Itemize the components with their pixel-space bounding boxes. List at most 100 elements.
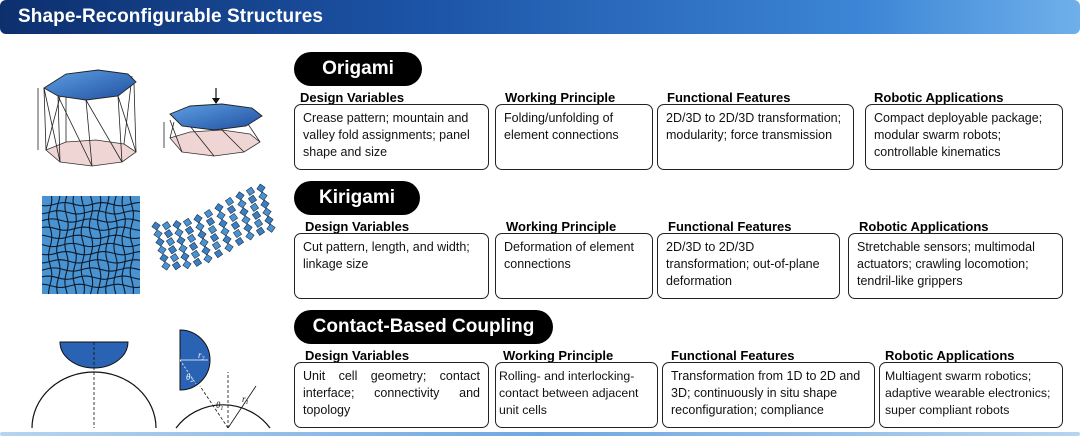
kirigami-cell (188, 241, 199, 251)
kirigami-cell (176, 236, 186, 246)
kirigami-cell (243, 223, 253, 233)
kirigami-cut-line (41, 251, 141, 256)
kirigami-cell (153, 229, 163, 239)
origami-functional-features-label: Functional Features (667, 90, 791, 105)
r1-line (227, 385, 257, 429)
kirigami-cell (258, 191, 268, 201)
kirigami-cut-line (121, 195, 126, 295)
kirigami-cut-line (41, 283, 141, 288)
kirigami-cell (161, 261, 171, 271)
kirigami-cell (167, 245, 178, 255)
origami-design-variables-box: Crease pattern; mountain and valley fold… (294, 104, 489, 170)
header-bar: Shape-Reconfigurable Structures (0, 0, 1080, 34)
kirigami-cell (157, 245, 167, 255)
page-title: Shape-Reconfigurable Structures (18, 6, 324, 27)
kirigami-design-variables-label: Design Variables (305, 219, 410, 234)
contact-design-variables-box: Unit cell geometry; contact interface; c… (294, 362, 489, 428)
kirigami-cell (203, 209, 214, 219)
kirigami-cell (155, 237, 165, 247)
kirigami-cell (256, 183, 266, 193)
origami-compressed-crease-lines (169, 119, 261, 157)
origami-top-panel (43, 69, 137, 101)
kirigami-cell (182, 217, 193, 227)
kirigami-cell (201, 246, 211, 256)
r1-label: r1 (242, 394, 249, 406)
theta2-line (179, 359, 197, 385)
kirigami-cell (165, 237, 176, 247)
kirigami-cell (232, 228, 243, 239)
kirigami-cell (192, 257, 203, 267)
origami-compressed-prism-figure (163, 88, 263, 157)
origami-compressed-bottom-panel (169, 129, 261, 157)
kirigami-flat-sheet-figure (41, 195, 141, 295)
origami-functional-features-box: 2D/3D to 2D/3D transformation; modularit… (657, 104, 854, 170)
kirigami-cell (262, 207, 272, 217)
origami-robotic-applications-label: Robotic Applications (874, 90, 1004, 105)
origami-working-principle-label: Working Principle (505, 90, 616, 105)
origami-compressed-top-panel (169, 103, 263, 131)
kirigami-cell (222, 235, 232, 245)
kirigami-cell (161, 221, 172, 231)
kirigami-cut-line (97, 195, 102, 295)
kirigami-cell (186, 233, 197, 243)
kirigami-cell (209, 233, 220, 243)
origami-working-principle-box: Folding/unfolding of element connections (495, 104, 653, 170)
r2-label: r2 (198, 350, 205, 362)
kirigami-cell (180, 252, 190, 262)
kirigami-cut-line (41, 259, 141, 264)
kirigami-cell (159, 253, 169, 263)
kirigami-cell (195, 222, 205, 232)
kirigami-cut-line (80, 195, 85, 295)
kirigami-cell (193, 214, 203, 224)
theta2-label: θ2 (186, 372, 193, 384)
kirigami-cell (169, 253, 180, 263)
kirigami-cell (151, 221, 161, 231)
kirigami-cell (249, 202, 260, 212)
kirigami-functional-features-label: Functional Features (668, 219, 792, 234)
kirigami-cell (247, 194, 258, 204)
origami-design-variables-label: Design Variables (300, 90, 405, 105)
section-title-kirigami: Kirigami (294, 181, 420, 215)
kirigami-cell (255, 226, 266, 236)
kirigami-cell (260, 199, 270, 209)
kirigami-cell (203, 254, 213, 264)
kirigami-cut-line (105, 195, 110, 295)
kirigami-design-variables-box: Cut pattern, length, and width; linkage … (294, 233, 489, 299)
kirigami-cell (266, 223, 276, 233)
base-unit-cell (175, 404, 271, 429)
contact-robotic-applications-label: Robotic Applications (885, 348, 1015, 363)
contact-functional-features-label: Functional Features (671, 348, 795, 363)
contact-functional-features-box: Transformation from 1D to 2D and 3D; con… (662, 362, 875, 428)
kirigami-cell (216, 211, 226, 221)
kirigami-cell (230, 220, 241, 231)
kirigami-cell (218, 219, 228, 229)
kirigami-working-principle-box: Deformation of element connections (495, 233, 653, 299)
contact-design-variables-label: Design Variables (305, 348, 410, 363)
kirigami-cell (224, 196, 235, 207)
kirigami-functional-features-box: 2D/3D to 2D/3D transformation; out-of-pl… (657, 233, 840, 299)
kirigami-cell (220, 227, 230, 237)
kirigami-cell (245, 186, 256, 196)
kirigami-robotic-applications-box: Stretchable sensors; multimodal actuator… (848, 233, 1063, 299)
kirigami-cell (184, 225, 195, 235)
kirigami-cell (197, 230, 207, 240)
kirigami-cell (245, 231, 255, 241)
kirigami-cell (239, 207, 249, 217)
contact-working-principle-box: Rolling- and interlocking-contact betwee… (495, 362, 658, 428)
kirigami-cut-line (41, 218, 141, 223)
kirigami-cell (241, 215, 251, 225)
kirigami-robotic-applications-label: Robotic Applications (859, 219, 989, 234)
kirigami-deformed-cells (151, 183, 276, 271)
kirigami-cell (264, 215, 274, 225)
kirigami-cell (190, 249, 201, 259)
kirigami-cell (182, 260, 192, 270)
kirigami-cut-line (41, 275, 141, 280)
kirigami-cell (205, 217, 216, 227)
kirigami-cut-line (64, 195, 69, 295)
kirigami-cell (211, 241, 222, 251)
compression-arrow-head (212, 98, 220, 104)
section-title-origami: Origami (294, 52, 422, 86)
kirigami-cell (214, 203, 224, 213)
theta1-label: θ1 (216, 400, 223, 412)
kirigami-cell (251, 210, 262, 220)
